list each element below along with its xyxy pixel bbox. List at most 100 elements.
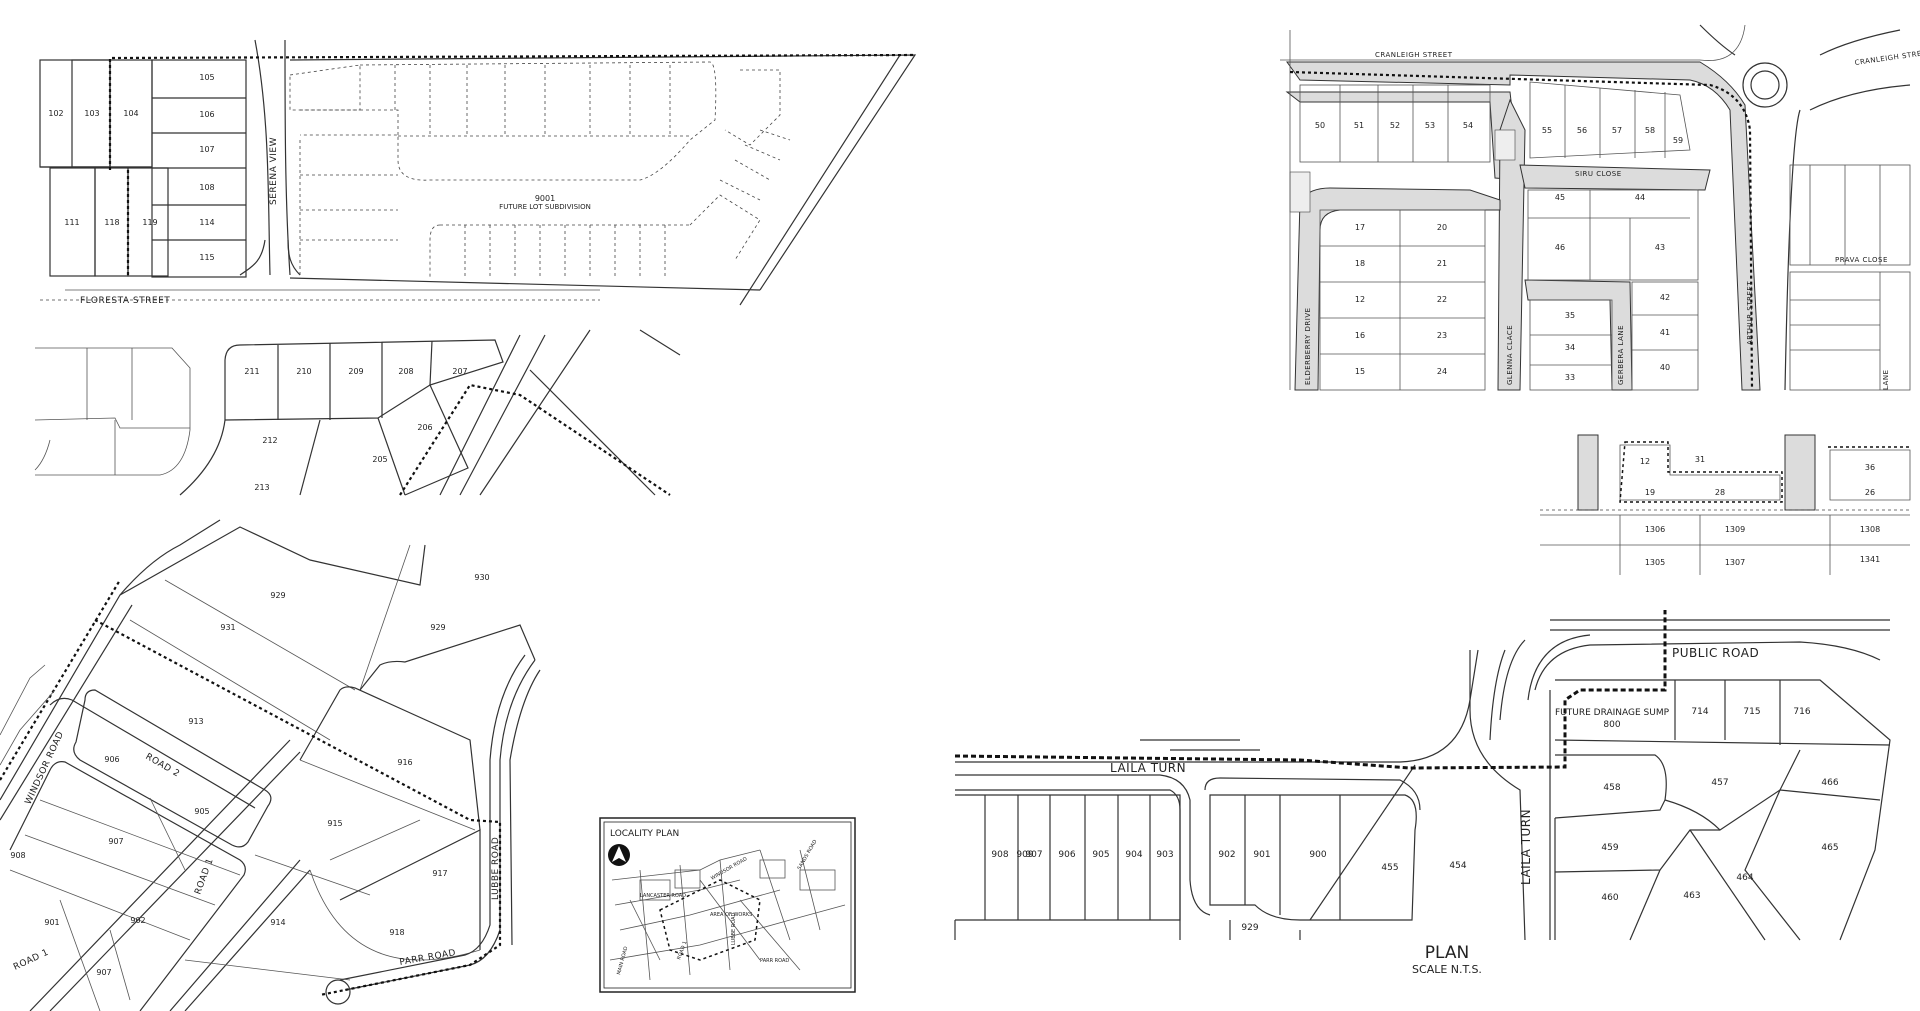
cranleigh-street-label: CRANLEIGH STREET — [1375, 51, 1453, 59]
lot-label: 45 — [1555, 193, 1565, 202]
lot-label: 908 — [991, 850, 1008, 860]
lot-label: 103 — [84, 109, 99, 118]
lot-label: 208 — [398, 367, 413, 376]
locality-road-label: LANCASTER ROAD — [640, 893, 686, 899]
north-arrow-icon — [608, 844, 630, 866]
lot-label: 463 — [1683, 891, 1700, 901]
gerbera-lane-label: GERBERA LANE — [1617, 325, 1625, 385]
lot-label: 12 — [1355, 295, 1365, 304]
serena-view-label: SERENA VIEW — [269, 137, 279, 205]
lot-label: 22 — [1437, 295, 1447, 304]
lot-label: 35 — [1565, 311, 1575, 320]
lot-label: 904 — [1125, 850, 1142, 860]
locality-road-label: LUBBE ROAD — [731, 912, 737, 945]
locality-plan-title: LOCALITY PLAN — [610, 829, 679, 839]
lot-label: 211 — [244, 367, 259, 376]
lot-label: 28 — [1715, 488, 1725, 497]
lot-label: 119 — [142, 218, 157, 227]
lot-label: 212 — [262, 436, 277, 445]
lot-label: 909 — [1016, 850, 1033, 860]
lot-label: 51 — [1354, 121, 1364, 130]
lot-label: 114 — [199, 218, 214, 227]
lot-label: 917 — [432, 869, 447, 878]
parr-road-label: PARR ROAD — [399, 948, 457, 968]
cranleigh-street-east-label: CRANLEIGH STREET — [1854, 48, 1920, 67]
lot-label: 53 — [1425, 121, 1435, 130]
lot-label: 205 — [372, 455, 387, 464]
lot-label: 459 — [1601, 843, 1618, 853]
lot-label: 900 — [1309, 850, 1326, 860]
panel-2-lots: 211 210 209 208 207 212 206 205 213 — [34, 329, 681, 496]
lot-label: 901 — [1253, 850, 1270, 860]
lot-label: 57 — [1612, 126, 1622, 135]
laila-turn-vertical-label: LAILA TURN — [1519, 809, 1533, 885]
lot-label: 916 — [397, 758, 412, 767]
lot-label: 929 — [1241, 923, 1258, 933]
public-road-label: PUBLIC ROAD — [1672, 646, 1759, 660]
lot-label: 31 — [1695, 455, 1705, 464]
lot-label: 24 — [1437, 367, 1447, 376]
lot-label: 913 — [188, 717, 203, 726]
plan-title: PLAN — [1425, 943, 1469, 963]
lot-label: 716 — [1793, 707, 1810, 717]
lot-label: 18 — [1355, 259, 1365, 268]
lot-label: 206 — [417, 423, 432, 432]
lot-label: 901 — [44, 918, 59, 927]
lot-label: 115 — [199, 253, 214, 262]
lot-label: 43 — [1655, 243, 1665, 252]
lot-label: 108 — [199, 183, 214, 192]
lot-label: 213 — [254, 483, 269, 492]
lubbe-road-label: LUBBE ROAD — [491, 837, 501, 900]
lot-label: 44 — [1635, 193, 1645, 202]
lot-label: 52 — [1390, 121, 1400, 130]
glenna-clace-label: GLENNA CLACE — [1506, 325, 1514, 385]
lot-label: 207 — [452, 367, 467, 376]
lot-label: 906 — [104, 755, 119, 764]
lot-label: 56 — [1577, 126, 1587, 135]
lot-label: 454 — [1449, 861, 1466, 871]
road-2-label: ROAD 2 — [144, 752, 182, 780]
lot-outline — [127, 167, 169, 277]
laila-turn-label: LAILA TURN — [1110, 761, 1186, 775]
lot-label: 929 — [270, 591, 285, 600]
lot-label: 464 — [1736, 873, 1753, 883]
lot-label: 54 — [1463, 121, 1473, 130]
lot-label: 107 — [199, 145, 214, 154]
lot-label: 905 — [1092, 850, 1109, 860]
lot-label: 23 — [1437, 331, 1447, 340]
road-1-lower-label: ROAD 1 — [12, 948, 51, 973]
panel-5-strip: 12 31 36 19 28 26 1306 1309 1305 1307 13… — [1540, 434, 1911, 575]
lot-label: 1305 — [1645, 558, 1665, 567]
lot-label: 905 — [194, 807, 209, 816]
lot-label: 458 — [1603, 783, 1620, 793]
lot-label: 46 — [1555, 243, 1565, 252]
lot-label: 36 — [1865, 463, 1875, 472]
future-lot-label: FUTURE LOT SUBDIVISION — [499, 203, 591, 211]
lot-label: 17 — [1355, 223, 1365, 232]
lot-label: 19 — [1645, 488, 1655, 497]
arthur-street-label: ARTHUR STREET — [1746, 281, 1754, 345]
lot-label: 931 — [220, 623, 235, 632]
lot-label: 902 — [1218, 850, 1235, 860]
lot-label: 15 — [1355, 367, 1365, 376]
lot-label: 906 — [1058, 850, 1075, 860]
lot-label: 210 — [296, 367, 311, 376]
lot-label: 455 — [1381, 863, 1398, 873]
lot-label: 26 — [1865, 488, 1875, 497]
lot-label: 1306 — [1645, 525, 1665, 534]
lot-label: 55 — [1542, 126, 1552, 135]
lot-label: 106 — [199, 110, 214, 119]
lot-label: 907 — [1025, 850, 1042, 860]
siru-close-label: SIRU CLOSE — [1575, 170, 1622, 178]
lot-label: 1308 — [1860, 525, 1880, 534]
locality-road-label: AREA OF WORKS — [710, 912, 752, 918]
lot-label: 908 — [10, 851, 25, 860]
panel-3-subdivision: 929 930 931 913 929 916 915 905 906 907 … — [0, 519, 856, 1011]
lot-label: 460 — [1601, 893, 1618, 903]
lot-label: 41 — [1660, 328, 1670, 337]
lot-label: 21 — [1437, 259, 1447, 268]
lot-label: 903 — [1156, 850, 1173, 860]
lot-label: 42 — [1660, 293, 1670, 302]
lot-label: 907 — [96, 968, 111, 977]
